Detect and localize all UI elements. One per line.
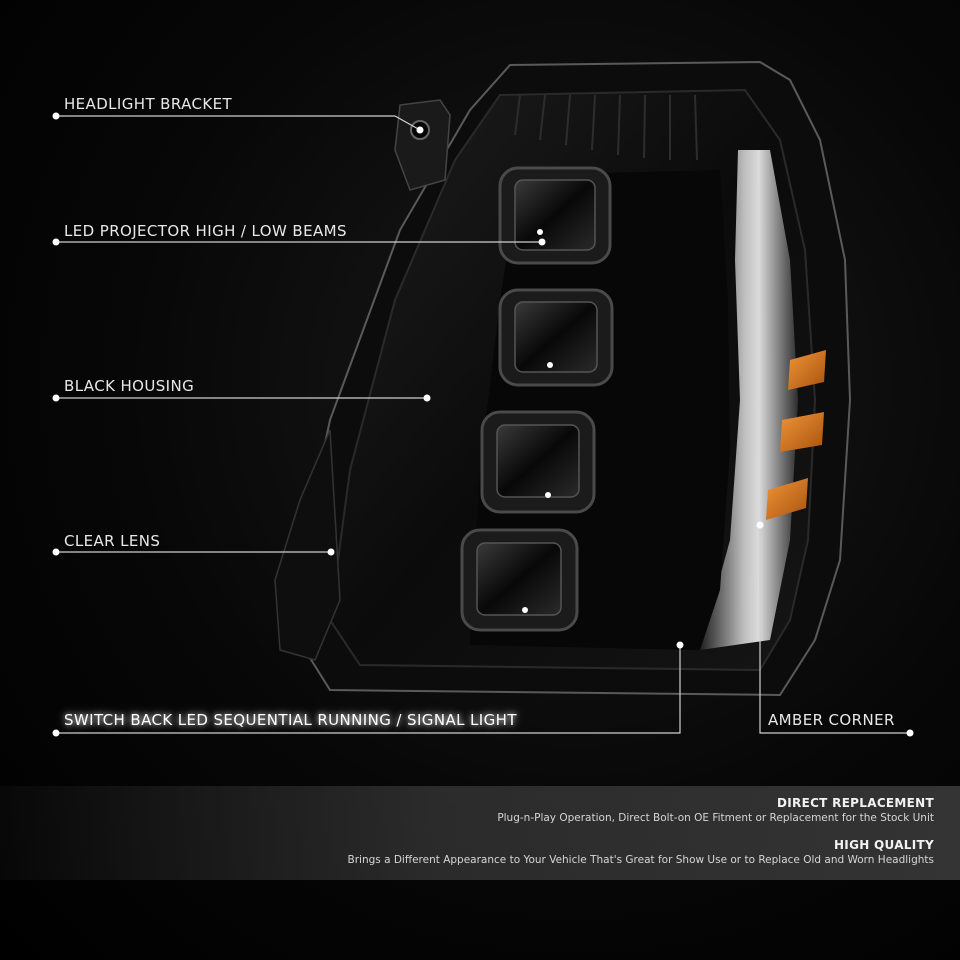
callout-clear-lens: CLEAR LENS xyxy=(64,532,161,550)
projector-1 xyxy=(498,166,612,265)
projector-4 xyxy=(460,528,579,632)
amber-marker-1 xyxy=(788,350,826,390)
callout-line-switchback xyxy=(58,645,681,734)
callout-headlight-bracket: HEADLIGHT BRACKET xyxy=(64,95,233,113)
feature-title-1: DIRECT REPLACEMENT xyxy=(777,796,934,810)
amber-marker-3 xyxy=(766,478,808,520)
feature-text-1: Plug-n-Play Operation, Direct Bolt-on OE… xyxy=(497,812,934,824)
bracket-shape xyxy=(394,99,451,191)
feature-info-band: DIRECT REPLACEMENT Plug-n-Play Operation… xyxy=(0,786,960,880)
callout-switchback-led: SWITCH BACK LED SEQUENTIAL RUNNING / SIG… xyxy=(64,711,517,729)
feature-title-2: HIGH QUALITY xyxy=(833,838,934,852)
callout-black-housing: BLACK HOUSING xyxy=(64,377,195,395)
callout-line-amber xyxy=(759,525,910,734)
amber-marker-2 xyxy=(780,412,824,452)
callout-amber-corner: AMBER CORNER xyxy=(768,711,895,729)
callout-led-projector: LED PROJECTOR HIGH / LOW BEAMS xyxy=(64,222,347,240)
feature-text-2: Brings a Different Appearance to Your Ve… xyxy=(347,854,935,866)
callout-line-bracket xyxy=(58,115,421,131)
sequential-led-strip xyxy=(700,150,798,650)
projector-3 xyxy=(480,410,596,514)
projector-2 xyxy=(498,288,614,387)
side-trim xyxy=(274,429,341,661)
